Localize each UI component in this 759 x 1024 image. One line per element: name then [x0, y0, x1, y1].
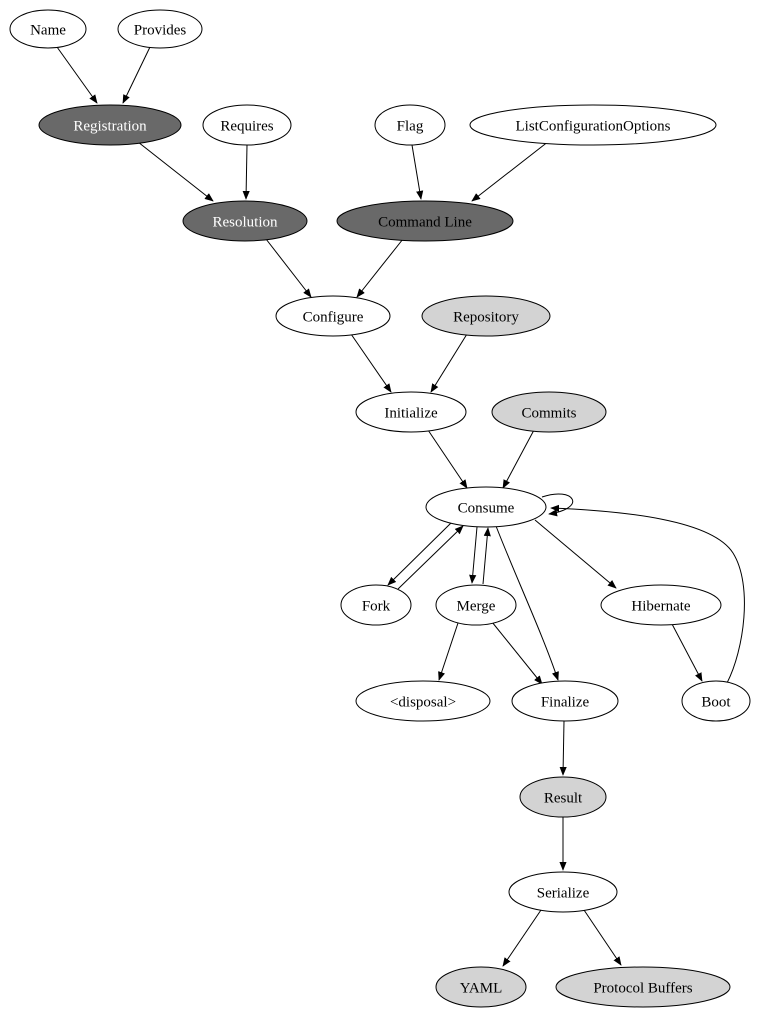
edge-boot-consume: [550, 504, 745, 684]
edge-serialize-protocolbuffers: [583, 909, 622, 966]
node-hibernate-shape: [600, 584, 722, 626]
node-boot: Boot: [681, 680, 751, 722]
edge-consume-fork: [387, 521, 453, 586]
edge-fork-consume: [397, 525, 464, 590]
node-hibernate-label: Hibernate: [631, 598, 690, 614]
edge-consume-hibernate: [534, 519, 617, 589]
node-consume-shape: [425, 486, 547, 528]
node-boot-label: Boot: [701, 694, 731, 710]
node-result-shape: [519, 776, 607, 818]
edge-commits-consume: [502, 429, 535, 489]
node-flag-shape: [374, 104, 446, 146]
node-list-configuration-options: ListConfigurationOptions: [469, 104, 717, 146]
edge-finalize-result: [559, 720, 567, 776]
node-registration-shape: [38, 104, 182, 146]
node-provides-label: Provides: [134, 22, 187, 38]
edge-listconfigurationoptions-commandline: [471, 140, 550, 202]
node-fork-shape: [340, 584, 412, 626]
node-disposal: <disposal>: [355, 680, 491, 722]
node-finalize-shape: [511, 680, 619, 722]
edge-serialize-yaml: [502, 909, 542, 967]
node-consume: Consume: [425, 486, 547, 528]
node-command-line-label: Command Line: [378, 214, 472, 230]
edge-consume-finalize: [495, 525, 559, 681]
edge-registration-resolution: [137, 141, 214, 202]
node-serialize-shape: [508, 871, 618, 913]
node-serialize: Serialize: [508, 871, 618, 913]
node-resolution: Resolution: [182, 200, 308, 242]
node-result-label: Result: [544, 790, 583, 806]
edge-provides-registration: [122, 46, 151, 104]
node-list-configuration-options-label: ListConfigurationOptions: [516, 118, 671, 134]
node-flag-label: Flag: [397, 118, 424, 134]
edge-merge-disposal: [438, 622, 459, 681]
node-finalize: Finalize: [511, 680, 619, 722]
node-flag: Flag: [374, 104, 446, 146]
node-yaml-label: YAML: [460, 980, 503, 996]
edge-resolution-configure: [265, 238, 312, 298]
node-protocol-buffers-label: Protocol Buffers: [593, 980, 692, 996]
node-merge: Merge: [435, 584, 517, 626]
node-commits: Commits: [491, 391, 607, 433]
edge-layer: [56, 46, 745, 967]
node-repository-shape: [421, 295, 551, 337]
edge-requires-resolution: [242, 144, 250, 200]
edge-consume-selfloop: [541, 493, 574, 517]
node-merge-shape: [435, 584, 517, 626]
node-configure-shape: [275, 295, 391, 337]
node-layer: Name Provides Registration Requires Flag…: [9, 9, 751, 1008]
node-fork-label: Fork: [362, 598, 391, 614]
node-command-line-shape: [336, 200, 514, 242]
node-initialize-shape: [355, 391, 467, 433]
node-yaml-shape: [435, 966, 527, 1008]
node-fork: Fork: [340, 584, 412, 626]
node-protocol-buffers-shape: [555, 966, 731, 1008]
node-command-line: Command Line: [336, 200, 514, 242]
node-name-shape: [9, 9, 87, 49]
node-hibernate: Hibernate: [600, 584, 722, 626]
edge-flag-commandline: [411, 144, 424, 200]
edge-merge-finalize: [491, 621, 543, 685]
edge-repository-initialize: [430, 333, 468, 393]
node-resolution-shape: [182, 200, 308, 242]
node-provides: Provides: [117, 9, 203, 49]
node-requires-label: Requires: [220, 118, 273, 134]
node-commits-label: Commits: [521, 405, 576, 421]
edge-hibernate-boot: [671, 623, 703, 682]
node-disposal-shape: [355, 680, 491, 722]
node-registration-label: Registration: [73, 118, 147, 134]
node-repository-label: Repository: [453, 309, 519, 325]
node-consume-label: Consume: [458, 500, 515, 516]
node-configure-label: Configure: [303, 309, 364, 325]
node-disposal-label: <disposal>: [390, 694, 456, 710]
edge-name-registration: [56, 46, 98, 104]
node-initialize: Initialize: [355, 391, 467, 433]
edge-consume-merge: [469, 526, 478, 584]
node-result: Result: [519, 776, 607, 818]
node-name-label: Name: [30, 22, 66, 38]
node-provides-shape: [117, 9, 203, 49]
edge-initialize-consume: [427, 429, 468, 489]
edge-configure-initialize: [350, 333, 392, 393]
node-initialize-label: Initialize: [384, 405, 438, 421]
node-resolution-label: Resolution: [212, 214, 278, 230]
node-requires: Requires: [202, 104, 292, 146]
node-protocol-buffers: Protocol Buffers: [555, 966, 731, 1008]
node-merge-label: Merge: [457, 598, 496, 614]
node-list-configuration-options-shape: [469, 104, 717, 146]
node-requires-shape: [202, 104, 292, 146]
edge-commandline-configure: [356, 238, 404, 298]
node-commits-shape: [491, 391, 607, 433]
node-repository: Repository: [421, 295, 551, 337]
edge-merge-consume: [482, 527, 491, 585]
node-boot-shape: [681, 680, 751, 722]
node-name: Name: [9, 9, 87, 49]
node-finalize-label: Finalize: [541, 694, 590, 710]
node-serialize-label: Serialize: [537, 885, 590, 901]
node-yaml: YAML: [435, 966, 527, 1008]
node-configure: Configure: [275, 295, 391, 337]
node-registration: Registration: [38, 104, 182, 146]
